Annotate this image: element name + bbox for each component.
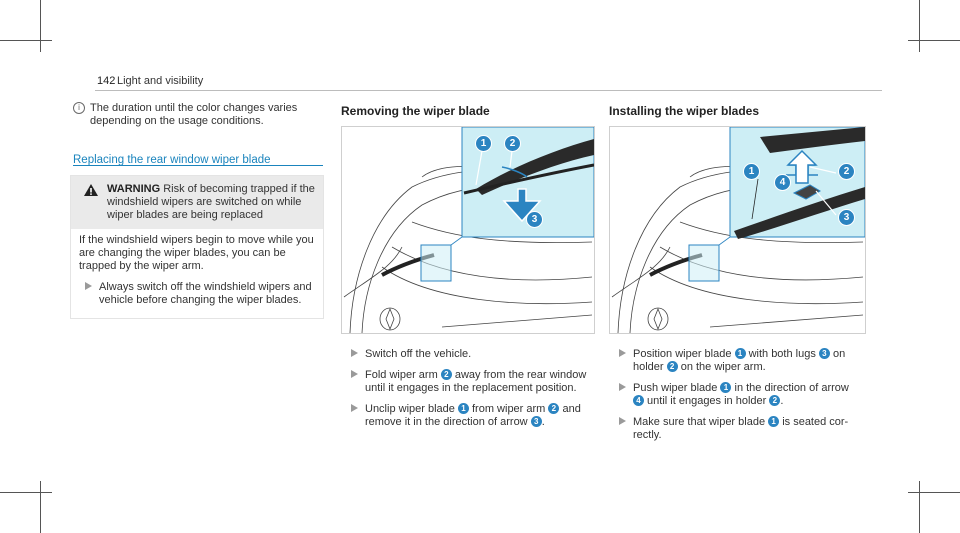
section-rule xyxy=(73,165,323,166)
step-arrow-icon xyxy=(351,404,358,412)
callout-4: 4 xyxy=(774,174,791,191)
callout-badge: 3 xyxy=(530,416,542,427)
step-arrow-icon xyxy=(619,417,626,425)
step-arrow-icon xyxy=(619,383,626,391)
chapter-title: Light and visibility xyxy=(117,75,204,87)
callout-badge: 2 xyxy=(666,361,678,372)
warning-step: Always switch off the windshield wipers … xyxy=(79,281,315,307)
step-arrow-icon xyxy=(351,370,358,378)
installing-steps: Position wiper blade 1 with both lugs 3 … xyxy=(613,340,861,442)
crop-mark xyxy=(0,40,52,41)
crop-mark xyxy=(0,492,52,493)
warning-text: Risk of becoming trapped if the windshie… xyxy=(107,183,315,221)
callout-1: 1 xyxy=(475,135,492,152)
removing-steps: Switch off the vehicle. Fold wiper arm 2… xyxy=(345,340,593,429)
page-number: 142 xyxy=(97,75,116,87)
step-arrow-icon xyxy=(85,282,92,290)
callout-badge: 1 xyxy=(720,382,732,393)
crop-mark xyxy=(908,492,960,493)
callout-1: 1 xyxy=(743,163,760,180)
removing-title: Removing the wiper blade xyxy=(341,104,490,118)
callout-3: 3 xyxy=(526,211,543,228)
step-arrow-icon xyxy=(619,349,626,357)
removing-step: Unclip wiper blade 1 from wiper arm 2 an… xyxy=(345,403,593,429)
info-note-text: The duration until the color changes var… xyxy=(90,102,298,127)
removing-illustration: 1 2 3 xyxy=(341,126,595,334)
callout-badge: 3 xyxy=(818,348,830,359)
warning-triangle-icon xyxy=(84,184,98,196)
removing-step: Switch off the vehicle. xyxy=(345,348,593,361)
section-title: Replacing the rear window wiper blade xyxy=(73,154,271,166)
callout-badge: 1 xyxy=(768,416,780,427)
warning-label: WARNING xyxy=(107,183,161,195)
warning-box: WARNING Risk of becoming trapped if the … xyxy=(70,175,324,319)
crop-mark xyxy=(908,40,960,41)
warning-body: If the windshield wipers begin to move w… xyxy=(79,234,314,272)
installing-illustration: 1 2 3 4 xyxy=(609,126,866,334)
rear-car-wiper-image xyxy=(343,127,594,333)
callout-badge: 2 xyxy=(440,369,452,380)
callout-2: 2 xyxy=(838,163,855,180)
crop-mark xyxy=(40,0,41,52)
header-rule xyxy=(95,90,882,91)
warning-header: WARNING Risk of becoming trapped if the … xyxy=(71,176,323,229)
warning-step-text: Always switch off the windshield wipers … xyxy=(99,281,312,306)
info-icon: i xyxy=(73,102,85,114)
installing-step: Make sure that wiper blade 1 is seated c… xyxy=(613,416,861,442)
callout-2: 2 xyxy=(504,135,521,152)
callout-badge: 1 xyxy=(457,403,469,414)
installing-step: Push wiper blade 1 in the direction of a… xyxy=(613,382,861,408)
crop-mark xyxy=(919,481,920,533)
crop-mark xyxy=(919,0,920,52)
crop-mark xyxy=(40,481,41,533)
rear-car-wiper-image xyxy=(611,127,865,333)
info-note: i The duration until the color changes v… xyxy=(73,102,323,128)
callout-badge: 4 xyxy=(633,395,644,406)
callout-badge: 2 xyxy=(769,395,781,406)
installing-step: Position wiper blade 1 with both lugs 3 … xyxy=(613,348,861,374)
callout-3: 3 xyxy=(838,209,855,226)
callout-badge: 2 xyxy=(548,403,560,414)
step-arrow-icon xyxy=(351,349,358,357)
installing-title: Installing the wiper blades xyxy=(609,104,760,118)
callout-badge: 1 xyxy=(734,348,746,359)
removing-step: Fold wiper arm 2 away from the rear wind… xyxy=(345,369,593,395)
